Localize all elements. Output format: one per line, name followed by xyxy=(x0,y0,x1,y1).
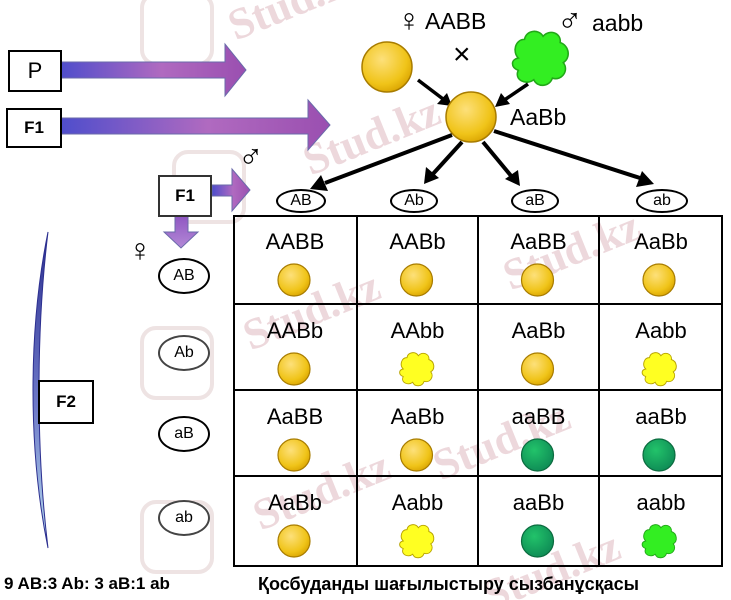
punnett-cell: AaBb xyxy=(358,391,479,477)
f1-seed xyxy=(445,91,497,143)
phenotype-ratio: 9 AB:3 Ab: 3 aB:1 ab xyxy=(4,574,170,593)
yellow-round-seed xyxy=(277,263,311,297)
generation-f1-male-label: F1 xyxy=(158,175,212,217)
f2-leaf-shape xyxy=(32,231,49,549)
punnett-cell: AaBB xyxy=(234,391,358,477)
cell-genotype: AaBb xyxy=(511,318,566,343)
punnett-cell: AAbb xyxy=(358,305,479,391)
female-gamete-ab-2: Ab xyxy=(158,335,210,371)
generation-p-label: P xyxy=(8,50,62,92)
punnett-cell: AaBb xyxy=(600,216,722,305)
generation-f1-label: F1 xyxy=(6,108,62,148)
cell-genotype: AaBb xyxy=(390,404,445,429)
punnett-cell: aabb xyxy=(600,477,722,566)
punnett-cell: AaBB xyxy=(479,216,600,305)
yellow-round-seed xyxy=(277,524,311,558)
male-symbol: ♂ xyxy=(557,2,583,40)
cell-genotype: AaBB xyxy=(510,229,567,254)
male-parent-genotype: aabb xyxy=(592,10,644,36)
punnett-cell: AABb xyxy=(358,216,479,305)
cell-genotype: AaBB xyxy=(266,404,324,429)
punnett-cell: AABb xyxy=(234,305,358,391)
punnett-cell: AaBb xyxy=(234,477,358,566)
punnett-cell: AABB xyxy=(234,216,358,305)
cell-genotype: AAbb xyxy=(390,318,445,343)
punnett-cell: AaBb xyxy=(479,305,600,391)
male-gamete-ab-4: ab xyxy=(636,189,688,213)
cell-genotype: AABB xyxy=(265,229,325,254)
yellow-round-seed xyxy=(520,352,555,386)
cell-genotype: Aabb xyxy=(635,318,687,343)
f1-genotype: AaBb xyxy=(510,104,567,130)
cross-symbol: × xyxy=(453,38,471,71)
punnett-cell: aaBb xyxy=(600,391,722,477)
arrow-f1-female xyxy=(162,212,200,249)
green-round-seed xyxy=(520,438,555,472)
cell-genotype: aabb xyxy=(636,490,686,515)
cell-genotype: aaBb xyxy=(512,490,565,515)
yellow-round-seed xyxy=(399,438,434,472)
punnett-cell: Aabb xyxy=(358,477,479,566)
yellow-round-seed xyxy=(520,263,555,297)
male-gamete-ab-2: Ab xyxy=(390,189,438,213)
diagram-caption: Қосбуданды шағылыстыру сызбанұсқасы xyxy=(258,574,640,594)
yellow-round-seed xyxy=(277,352,311,386)
cell-genotype: AABb xyxy=(266,318,324,343)
cell-genotype: AaBb xyxy=(634,229,688,254)
cell-genotype: AaBb xyxy=(268,490,322,515)
cell-genotype: AABb xyxy=(389,229,446,254)
yellow-round-seed xyxy=(277,438,311,472)
male-gamete-ab-1: AB xyxy=(276,189,326,213)
male-gamete-ab-3: aB xyxy=(511,189,559,213)
female-parent-genotype: AABB xyxy=(425,8,487,34)
female-symbol: ♀ xyxy=(397,2,421,38)
watermark-logo xyxy=(140,326,214,400)
yellow-round-seed xyxy=(642,263,676,297)
punnett-cell: Aabb xyxy=(600,305,722,391)
female-gamete-symbol: ♀ xyxy=(128,232,152,268)
punnett-cell: aaBb xyxy=(479,477,600,566)
arrow-p xyxy=(57,42,247,98)
arrow-f1 xyxy=(57,98,331,152)
green-round-seed xyxy=(520,524,555,558)
yellow-round-seed xyxy=(399,263,434,297)
cell-genotype: aaBb xyxy=(635,404,687,429)
punnett-cell: aaBB xyxy=(479,391,600,477)
female-parent-seed xyxy=(361,41,413,93)
green-round-seed xyxy=(642,438,676,472)
female-gamete-ab-1: AB xyxy=(158,258,210,294)
female-gamete-ab-3: aB xyxy=(158,416,210,452)
male-gamete-symbol: ♂ xyxy=(238,138,264,176)
arrow-f1-male xyxy=(211,167,251,213)
cell-genotype: aaBB xyxy=(511,404,566,429)
generation-f2-label: F2 xyxy=(38,380,94,424)
cell-genotype: Aabb xyxy=(391,490,444,515)
female-gamete-ab-4: ab xyxy=(158,500,210,536)
